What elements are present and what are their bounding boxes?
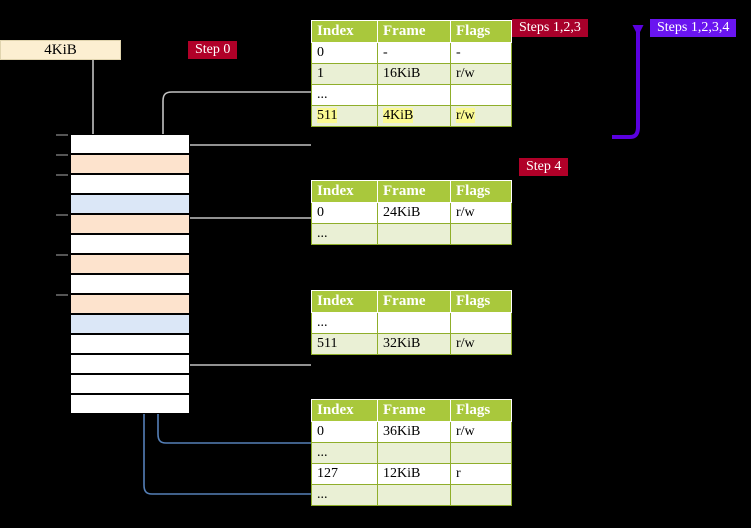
table-header-index: Index <box>311 290 378 313</box>
memory-row <box>70 314 190 334</box>
table-cell-flags: r/w <box>450 105 512 127</box>
table-cell-frame: 32KiB <box>377 333 451 355</box>
table-cell-flags: r <box>450 463 512 485</box>
table-cell-frame: 36KiB <box>377 421 451 443</box>
table-header-frame: Frame <box>377 20 451 43</box>
table-cell-frame <box>377 442 451 464</box>
table-cell-flags <box>450 223 512 245</box>
memory-row <box>70 374 190 394</box>
violet-loop-arrow <box>612 25 644 139</box>
memory-row <box>70 354 190 374</box>
memory-tick <box>56 154 68 156</box>
memory-row <box>70 394 190 414</box>
table-cell-index: 511 <box>311 105 378 127</box>
memory-row <box>70 154 190 174</box>
table-cell-flags <box>450 484 512 506</box>
table-header-frame: Frame <box>377 399 451 422</box>
table-header-flags: Flags <box>450 180 512 203</box>
table-cell-index: 0 <box>311 202 378 224</box>
table-row: ... <box>311 484 512 506</box>
size-label: 4KiB <box>0 40 121 60</box>
table-cell-flags: r/w <box>450 202 512 224</box>
table-cell-index: 0 <box>311 42 378 64</box>
table-cell-index: 127 <box>311 463 378 485</box>
memory-row <box>70 214 190 234</box>
table-header-index: Index <box>311 20 378 43</box>
memory-row <box>70 234 190 254</box>
table-row: ... <box>311 312 512 334</box>
table-cell-frame <box>377 312 451 334</box>
table-cell-flags <box>450 442 512 464</box>
table-header-index: Index <box>311 399 378 422</box>
physical-memory-column <box>56 134 190 415</box>
memory-row <box>70 134 190 154</box>
memory-row <box>70 334 190 354</box>
table-row: ... <box>311 84 512 106</box>
step-badge-step4: Step 4 <box>519 158 569 176</box>
table-cell-index: ... <box>311 312 378 334</box>
table-cell-flags: r/w <box>450 333 512 355</box>
table-cell-flags: r/w <box>450 63 512 85</box>
link-tbl0-row511-to-memory <box>177 144 311 164</box>
table-header-flags: Flags <box>450 290 512 313</box>
table-header-index: Index <box>311 180 378 203</box>
memory-tick <box>56 254 68 256</box>
table-cell-frame: 4KiB <box>377 105 451 127</box>
link-tbl2-row511-to-memory <box>171 311 311 366</box>
table-cell-frame: 24KiB <box>377 202 451 224</box>
table-cell-flags: r/w <box>450 421 512 443</box>
table-cell-frame: - <box>377 42 451 64</box>
table-header-flags: Flags <box>450 20 512 43</box>
table-row: 0-- <box>311 42 512 64</box>
memory-tick <box>56 134 68 136</box>
memory-row <box>70 274 190 294</box>
table-cell-flags <box>450 84 512 106</box>
step-badge-steps123: Steps 1,2,3 <box>512 19 588 37</box>
table-header-flags: Flags <box>450 399 512 422</box>
table-header-frame: Frame <box>377 180 451 203</box>
table-cell-index: ... <box>311 442 378 464</box>
memory-tick <box>56 174 68 176</box>
step-badge-step0: Step 0 <box>188 41 238 59</box>
memory-row <box>70 194 190 214</box>
memory-row <box>70 294 190 314</box>
table-cell-index: 0 <box>311 421 378 443</box>
table-cell-frame <box>377 223 451 245</box>
table-row: ... <box>311 442 512 464</box>
table-cell-index: 1 <box>311 63 378 85</box>
table-header-frame: Frame <box>377 290 451 313</box>
memory-tick <box>56 294 68 296</box>
table-cell-flags <box>450 312 512 334</box>
memory-tick <box>56 214 68 216</box>
table-cell-index: ... <box>311 223 378 245</box>
table-cell-index: 511 <box>311 333 378 355</box>
table-cell-index: ... <box>311 84 378 106</box>
table-cell-frame <box>377 484 451 506</box>
table-cell-frame: 12KiB <box>377 463 451 485</box>
table-cell-index: ... <box>311 484 378 506</box>
table-cell-frame: 16KiB <box>377 63 451 85</box>
memory-row <box>70 254 190 274</box>
step-badge-steps1234: Steps 1,2,3,4 <box>650 19 737 37</box>
table-row: ... <box>311 223 512 245</box>
table-cell-flags: - <box>450 42 512 64</box>
table-cell-frame <box>377 84 451 106</box>
memory-row <box>70 174 190 194</box>
link-tbl1-row0-to-memory <box>177 217 311 266</box>
